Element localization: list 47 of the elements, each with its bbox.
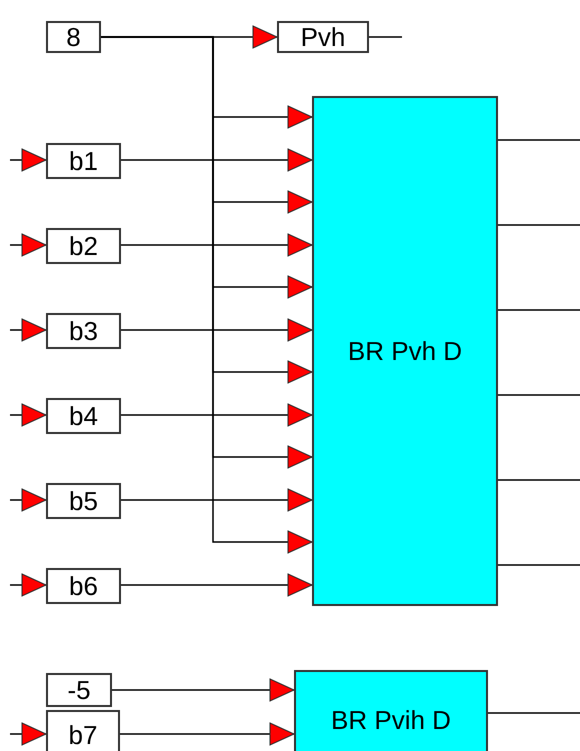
input-box	[46, 710, 120, 751]
input-box	[46, 228, 121, 264]
input-box	[46, 568, 121, 604]
connector-line	[498, 479, 580, 481]
function-block	[294, 670, 488, 751]
arrow	[10, 722, 46, 746]
value-box	[46, 21, 101, 53]
block-label: b6	[69, 573, 98, 599]
connector-line	[498, 309, 580, 311]
arrow	[121, 488, 312, 512]
block-label: b7	[68, 722, 98, 748]
block-label: BR Pvih D	[331, 707, 451, 733]
connector-line	[498, 394, 580, 396]
block-label: Pvh	[300, 24, 346, 50]
output-box	[277, 21, 369, 53]
block-label: b5	[69, 488, 98, 514]
arrow	[10, 318, 46, 342]
arrow	[10, 234, 46, 256]
arrow	[121, 234, 312, 256]
input-box	[46, 143, 121, 179]
arrow	[112, 678, 294, 702]
connector-line	[498, 224, 580, 226]
connector-line	[498, 564, 580, 566]
connector-line	[369, 36, 402, 38]
input-box	[46, 398, 121, 434]
block-label: b4	[69, 403, 98, 429]
arrow	[121, 404, 312, 426]
input-box	[46, 483, 121, 519]
arrow	[121, 318, 312, 342]
arrow	[120, 722, 294, 746]
arrow	[121, 574, 312, 596]
value-box	[46, 673, 112, 707]
connector-line	[498, 139, 580, 141]
arrow	[10, 404, 46, 426]
block-label: b2	[69, 233, 98, 259]
block-label: b3	[69, 318, 98, 344]
input-box	[46, 313, 121, 349]
block-label: BR Pvh D	[348, 338, 462, 364]
arrow	[121, 148, 312, 172]
block-label: 8	[66, 24, 81, 50]
arrow	[10, 574, 46, 596]
block-label: -5	[67, 677, 91, 703]
arrow	[10, 148, 46, 172]
block-label: b1	[69, 148, 98, 174]
function-block	[312, 96, 498, 606]
connector-line	[488, 712, 580, 714]
arrow	[10, 488, 46, 512]
